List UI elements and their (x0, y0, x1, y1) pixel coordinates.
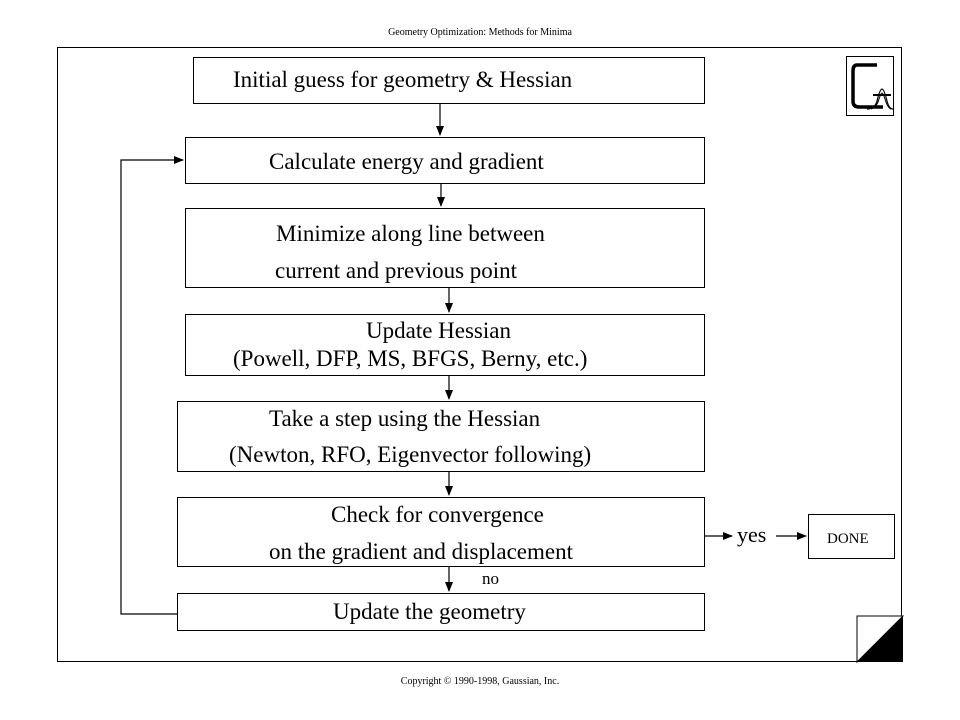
initial-guess-text: Initial guess for geometry & Hessian (233, 67, 573, 92)
slide-frame (57, 47, 902, 662)
update-geometry-box: Update the geometry (177, 593, 705, 631)
initial-guess-box: Initial guess for geometry & Hessian (193, 57, 705, 104)
update-hessian-text-line2: (Powell, DFP, MS, BFGS, Berny, etc.) (233, 346, 588, 371)
take-step-text-line1: Take a step using the Hessian (269, 406, 541, 431)
calc-energy-text: Calculate energy and gradient (269, 149, 544, 174)
done-text: DONE (827, 531, 869, 547)
yes-label: yes (737, 522, 767, 547)
check-convergence-box: Check for convergence on the gradient an… (177, 497, 705, 567)
minimize-text-line2: current and previous point (275, 258, 518, 283)
update-hessian-box: Update Hessian (Powell, DFP, MS, BFGS, B… (185, 314, 705, 376)
check-convergence-text-line2: on the gradient and displacement (269, 539, 574, 564)
no-label: no (482, 569, 499, 588)
done-box: DONE (808, 514, 895, 559)
take-step-box: Take a step using the Hessian (Newton, R… (177, 401, 705, 472)
copyright-footer: Copyright © 1990-1998, Gaussian, Inc. (400, 676, 560, 687)
update-hessian-text-line1: Update Hessian (366, 318, 511, 343)
check-convergence-text-line1: Check for convergence (331, 502, 544, 527)
gaussian-logo-icon (846, 56, 894, 116)
header-title: Geometry Optimization: Methods for Minim… (388, 27, 572, 38)
calc-energy-box: Calculate energy and gradient (185, 137, 705, 184)
minimize-text-line1: Minimize along line between (276, 221, 545, 246)
loop-back-line (120, 156, 184, 615)
take-step-text-line2: (Newton, RFO, Eigenvector following) (229, 442, 592, 467)
minimize-box: Minimize along line between current and … (185, 208, 705, 288)
update-geometry-text: Update the geometry (333, 599, 526, 624)
